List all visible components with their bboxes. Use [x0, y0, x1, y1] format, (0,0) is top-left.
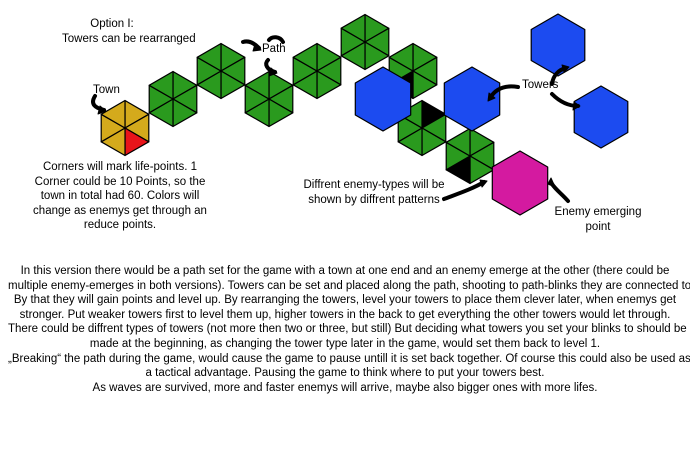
path-hex-triangle [292, 42, 318, 72]
towers-label: Towers [522, 79, 559, 91]
enemy-types-note: Diffrent enemy-types will be shown by di… [303, 179, 445, 206]
path-hex-triangle [445, 127, 471, 157]
description-line: multiple enemy-emerges in both versions)… [8, 279, 690, 292]
description-line: a tactical advantage. Pausing the game t… [145, 367, 545, 380]
annotation-arrows [91, 35, 581, 203]
description-line: There could be diffrent types of towers … [8, 323, 687, 336]
arrow-head [252, 43, 262, 52]
arrow-head [268, 67, 278, 77]
path-hex-triangle [340, 13, 366, 43]
town-hex-triangle [100, 99, 126, 129]
arrow-head [547, 177, 556, 188]
enemy-emerge-hex [491, 150, 549, 216]
arrow-head [97, 105, 107, 115]
town-label: Town [93, 84, 120, 96]
description-line: stronger. Put weaker towers first to lev… [19, 308, 671, 321]
annotation-arrow [442, 180, 486, 201]
path-label: Path [262, 43, 286, 55]
corners-note: Corners will mark life-points. 1 Corner … [33, 161, 207, 231]
path-hex-triangle [148, 70, 174, 100]
path-hex-triangle [388, 42, 414, 72]
arrow-head [561, 64, 570, 73]
arrow-head [487, 92, 496, 102]
tower-hex [443, 66, 501, 132]
free-tower-hex [573, 85, 629, 149]
free-tower-hex [530, 13, 586, 77]
path-hex-triangle [196, 42, 222, 72]
hex-grid [100, 13, 629, 216]
path-hex-triangle [244, 70, 270, 100]
description-line: As waves are survived, more and faster e… [92, 381, 598, 394]
enemy-emerging-label: Enemy emerging point [554, 206, 642, 233]
arrow-head [479, 179, 488, 188]
tower-hex [354, 66, 412, 132]
description-line: made at the beginning, as changing the t… [89, 337, 601, 350]
description-line: „Breaking“ the path during the game, wou… [8, 352, 690, 365]
description-line: By that they will gain points and level … [13, 294, 677, 307]
description-line: In this version there would be a path se… [20, 265, 670, 277]
description-text: In this version there would be a path se… [8, 264, 690, 395]
option-title: Option I: Towers can be rearranged [62, 18, 196, 45]
arrow-head [572, 101, 581, 111]
annotation-arrow [267, 35, 285, 44]
